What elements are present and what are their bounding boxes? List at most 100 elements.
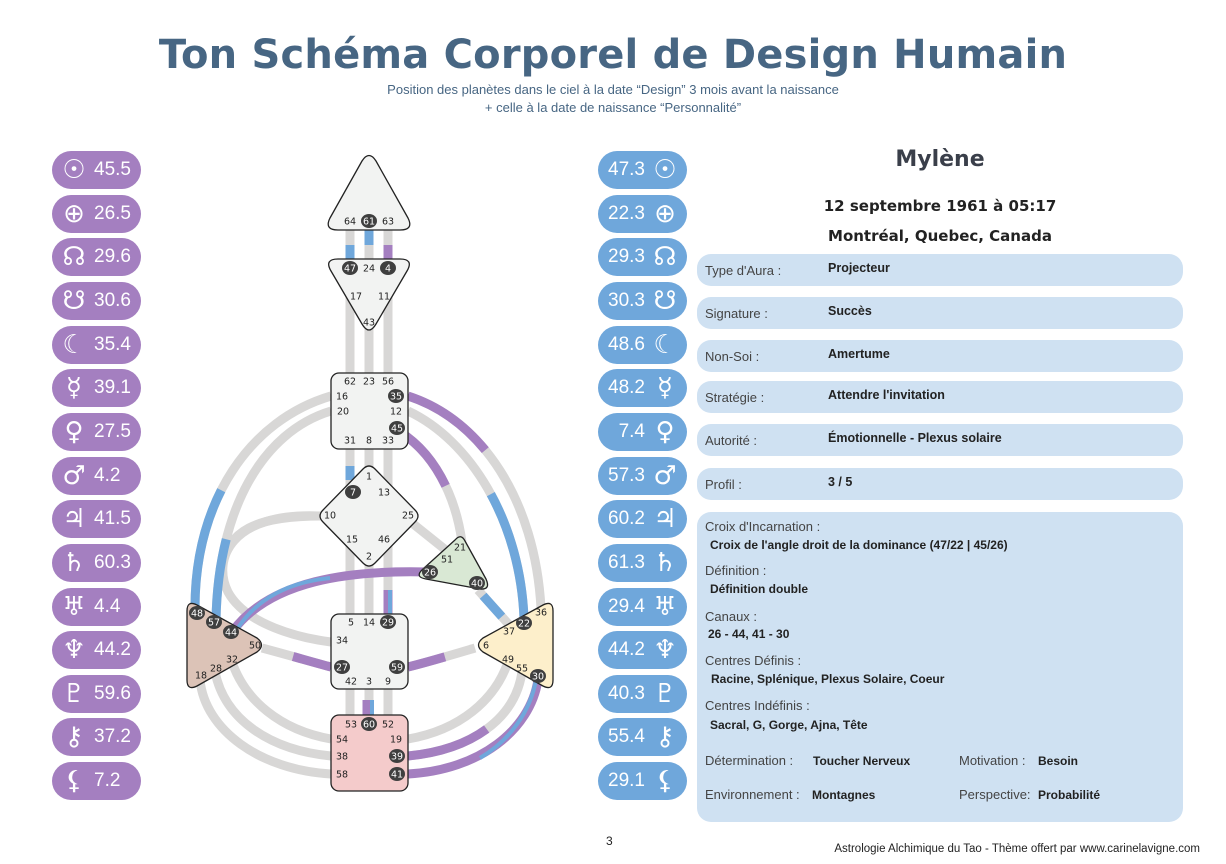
planet-gate-value: 26.5 — [94, 202, 131, 224]
environment-value: Montagnes — [812, 788, 876, 802]
info-row-value: Attendre l'invitation — [828, 388, 945, 402]
active-gate-marker — [334, 660, 350, 674]
gate-18: 18 — [195, 671, 207, 682]
gate-number: 45 — [391, 424, 403, 435]
gate-52: 52 — [382, 720, 394, 731]
gate-number: 40 — [471, 579, 483, 590]
gate-40-active: 40 — [469, 576, 485, 590]
gate-number: 55 — [516, 664, 528, 675]
gate-22-active: 22 — [516, 616, 532, 630]
defined-centers-label: Centres Définis : — [705, 653, 802, 668]
perspective-label: Perspective: — [959, 787, 1031, 802]
gate-13: 13 — [378, 488, 390, 499]
planet-gate-value: 40.3 — [608, 682, 645, 704]
info-row: Signature : Succès — [697, 297, 1183, 329]
active-gate-marker — [380, 261, 396, 275]
solar-plexus-center — [477, 602, 554, 689]
earth-icon: ⊕ — [654, 198, 676, 229]
gate-53: 53 — [345, 720, 357, 731]
gate-number: 28 — [210, 664, 222, 675]
lilith-icon: ⚸ — [64, 766, 84, 797]
gate-number: 21 — [454, 543, 466, 554]
gate-4-active: 4 — [380, 261, 396, 275]
info-row-value: Émotionnelle - Plexus solaire — [828, 431, 1002, 445]
moon-icon: ☾ — [653, 329, 677, 360]
motivation-label: Motivation : — [959, 753, 1026, 768]
venus-icon: ♀ — [655, 416, 675, 447]
design-planet-south-node: ☋30.6 — [52, 281, 141, 320]
gate-42: 42 — [345, 677, 357, 688]
gate-32: 32 — [226, 655, 238, 666]
gate-number: 16 — [336, 392, 348, 403]
gate-number: 8 — [366, 436, 372, 447]
gate-30-active: 30 — [530, 669, 546, 683]
personality-planet-earth: 22.3⊕ — [598, 194, 687, 233]
design-planet-uranus: ♅4.4 — [52, 587, 141, 626]
planet-gate-value: 60.2 — [608, 508, 645, 530]
personality-planet-mercury: 48.2☿ — [598, 369, 687, 408]
neptune-icon: ♆ — [62, 635, 86, 666]
south-node-icon: ☋ — [653, 285, 677, 316]
gate-number: 49 — [502, 655, 514, 666]
gate-28: 28 — [210, 664, 222, 675]
gate-number: 17 — [350, 292, 362, 303]
design-planet-neptune: ♆44.2 — [52, 631, 141, 670]
personality-planet-chiron: 55.4⚷ — [598, 718, 687, 757]
gate-59-active: 59 — [389, 660, 405, 674]
gate-number: 26 — [424, 568, 436, 579]
active-gate-marker — [389, 660, 405, 674]
gate-number: 6 — [483, 641, 489, 652]
gate-number: 3 — [366, 677, 372, 688]
gate-number: 48 — [191, 609, 203, 620]
footer-credit: Astrologie Alchimique du Tao - Thème off… — [834, 843, 1200, 855]
personality-planet-moon: 48.6☾ — [598, 325, 687, 364]
design-planet-pluto: ♇59.6 — [52, 674, 141, 713]
gate-number: 24 — [363, 264, 375, 275]
personality-planet-south-node: 30.3☋ — [598, 281, 687, 320]
gate-number: 4 — [385, 264, 391, 275]
info-row-label: Autorité : — [705, 433, 758, 448]
personality-planet-neptune: 44.2♆ — [598, 631, 687, 670]
channels-value: 26 - 44, 41 - 30 — [708, 627, 790, 641]
gate-60-active: 60 — [361, 717, 377, 731]
info-row-label: Signature : — [705, 306, 768, 321]
active-gate-marker — [389, 749, 405, 763]
gate-61-active: 61 — [361, 214, 377, 228]
personality-planet-mars: 57.3♂ — [598, 456, 687, 495]
lilith-icon: ⚸ — [655, 766, 675, 797]
planet-gate-value: 55.4 — [608, 726, 645, 748]
gate-number: 64 — [344, 217, 356, 228]
gate-25: 25 — [402, 511, 414, 522]
gate-31: 31 — [344, 436, 356, 447]
gate-number: 23 — [363, 377, 375, 388]
gate-8: 8 — [366, 436, 372, 447]
planet-gate-value: 48.2 — [608, 377, 645, 399]
design-planet-lilith: ⚸ 7.2 — [52, 762, 141, 801]
gate-27-active: 27 — [334, 660, 350, 674]
planet-gate-value: 41.5 — [94, 508, 131, 530]
gate-16: 16 — [336, 392, 348, 403]
gate-number: 22 — [518, 619, 530, 630]
channels — [190, 230, 546, 779]
gate-11: 11 — [378, 292, 390, 303]
gate-46: 46 — [378, 535, 390, 546]
gate-64: 64 — [344, 217, 356, 228]
gate-number: 56 — [382, 377, 394, 388]
root-center — [330, 714, 409, 792]
gate-20: 20 — [337, 407, 349, 418]
gate-number: 19 — [390, 735, 402, 746]
gate-number: 60 — [363, 720, 375, 731]
gate-14: 14 — [363, 618, 375, 629]
info-row-value: Projecteur — [828, 261, 890, 275]
gate-47-active: 47 — [342, 261, 358, 275]
gate-35-active: 35 — [388, 389, 404, 403]
info-row-label: Type d'Aura : — [705, 263, 782, 278]
birth-place: Montréal, Quebec, Canada — [828, 227, 1052, 245]
gate-39-active: 39 — [389, 749, 405, 763]
planet-gate-value: 47.3 — [608, 159, 645, 180]
planet-gate-value: 7.2 — [94, 770, 121, 792]
personality-planet-pluto: 40.3♇ — [598, 674, 687, 713]
gate-12: 12 — [390, 407, 402, 418]
info-row-value: Succès — [828, 304, 872, 318]
